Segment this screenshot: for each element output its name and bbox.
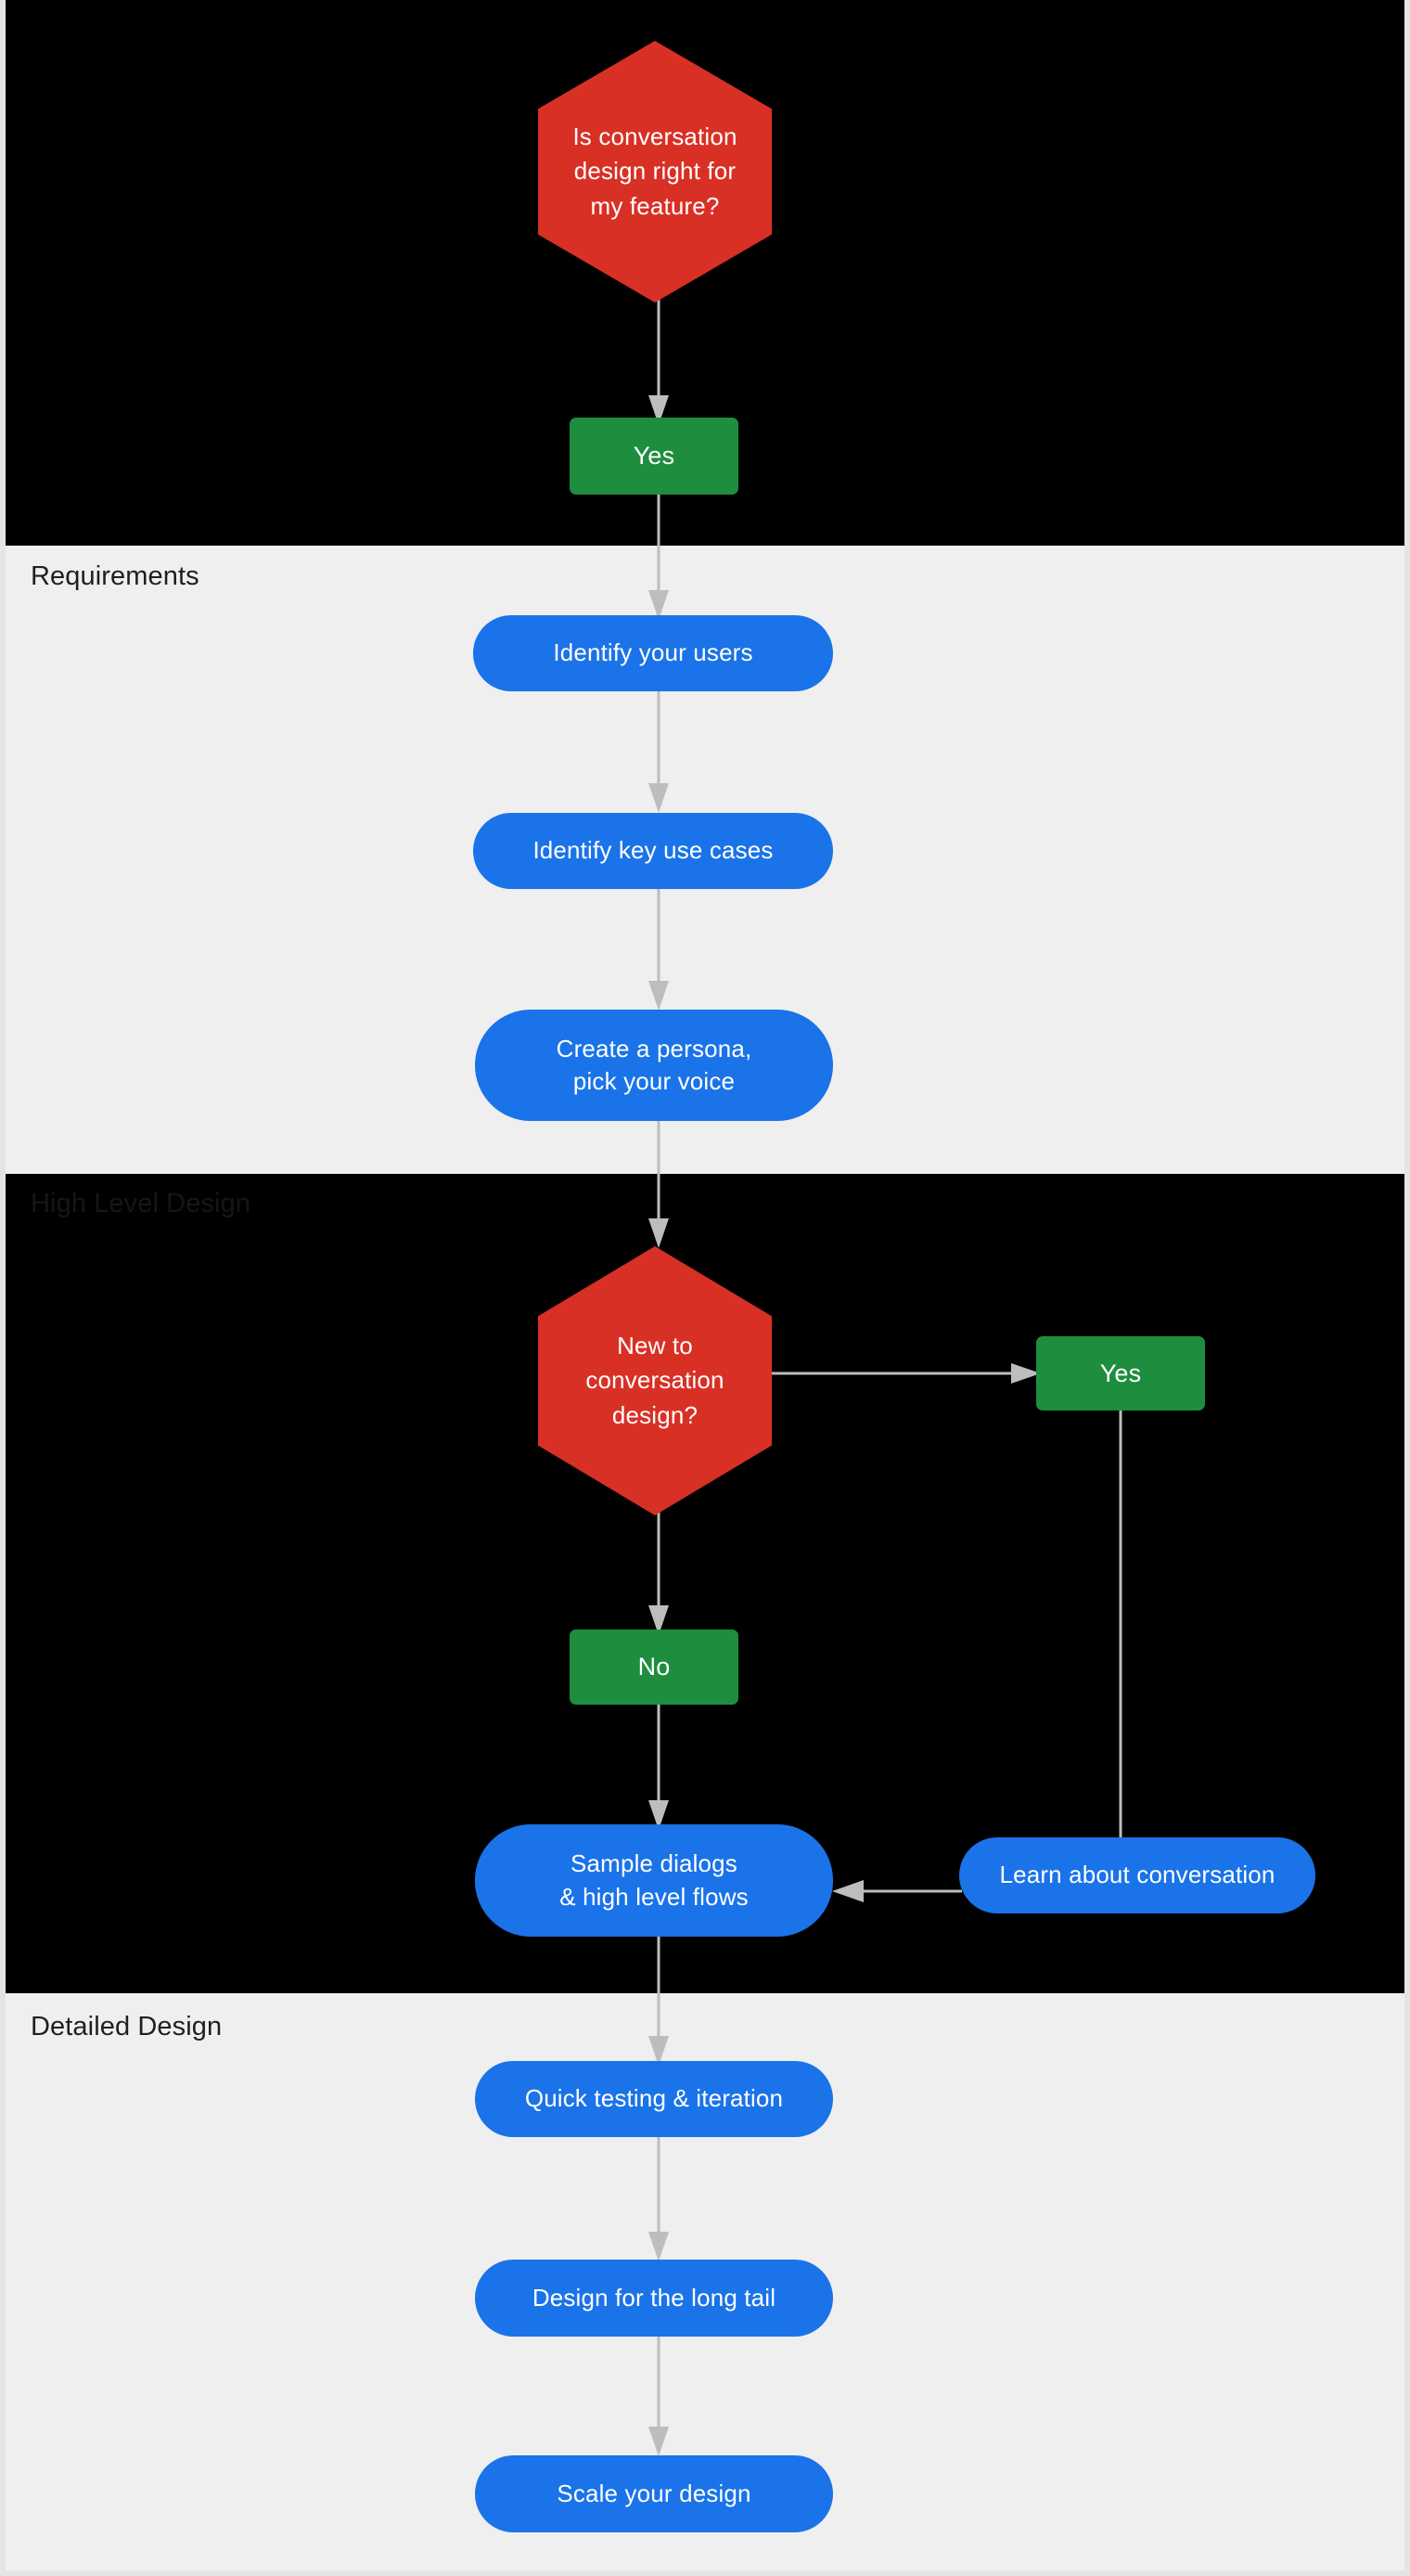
connector-decision2-to-yes2 xyxy=(772,1357,1041,1390)
step-node-sample-dialogs-high-level-flows[interactable]: Sample dialogs & high level flows xyxy=(475,1824,833,1937)
connector-identify-users-to-use-cases xyxy=(642,690,675,813)
connector-persona-to-decision2 xyxy=(642,1120,675,1248)
step-node-label: Create a persona, pick your voice xyxy=(556,1034,752,1095)
step-node-label: Quick testing & iteration xyxy=(524,2084,784,2113)
step-node-label: Sample dialogs & high level flows xyxy=(559,1849,749,1911)
step-node-identify-key-use-cases[interactable]: Identify key use cases xyxy=(473,813,833,889)
decision-node-label: New to conversation design? xyxy=(585,1331,724,1429)
connector-long-tail-to-scale xyxy=(642,2336,675,2456)
answer-node-label: No xyxy=(637,1653,671,1681)
step-node-design-for-long-tail[interactable]: Design for the long tail xyxy=(475,2260,833,2337)
connector-no2-to-sample-dialogs xyxy=(642,1704,675,1830)
connector-decision2-to-no2 xyxy=(642,1513,675,1635)
section-title-detailed-design: Detailed Design xyxy=(31,2012,223,2041)
answer-node-label: Yes xyxy=(1099,1359,1142,1387)
step-node-label: Design for the long tail xyxy=(532,2283,776,2312)
step-node-label: Scale your design xyxy=(557,2479,751,2507)
section-title-requirements: Requirements xyxy=(31,561,199,591)
connector-yes1-to-identify-users xyxy=(642,494,675,620)
connector-sample-dialogs-to-quick-testing xyxy=(642,1936,675,2066)
decision-node-conversation-design-right[interactable]: Is conversation design right for my feat… xyxy=(538,41,772,303)
step-node-learn-about-conversation[interactable]: Learn about conversation xyxy=(959,1837,1315,1913)
connector-quick-testing-to-long-tail xyxy=(642,2137,675,2261)
step-node-scale-your-design[interactable]: Scale your design xyxy=(475,2455,833,2532)
step-node-label: Identify your users xyxy=(553,638,753,667)
answer-node-yes-2[interactable]: Yes xyxy=(1036,1336,1205,1410)
step-node-label: Learn about conversation xyxy=(999,1861,1275,1889)
step-node-label: Identify key use cases xyxy=(532,836,774,865)
connector-use-cases-to-persona xyxy=(642,888,675,1011)
decision-node-new-to-conversation-design[interactable]: New to conversation design? xyxy=(538,1246,772,1515)
answer-node-no[interactable]: No xyxy=(570,1629,738,1705)
connector-decision1-to-yes1 xyxy=(642,295,675,425)
step-node-quick-testing-iteration[interactable]: Quick testing & iteration xyxy=(475,2061,833,2137)
decision-node-label: Is conversation design right for my feat… xyxy=(572,122,737,220)
section-title-high-level-design: High Level Design xyxy=(31,1189,251,1218)
connector-yes2-to-learn xyxy=(1104,1410,1137,1874)
answer-node-yes-1[interactable]: Yes xyxy=(570,418,738,495)
step-node-identify-your-users[interactable]: Identify your users xyxy=(473,615,833,691)
step-node-create-persona-pick-voice[interactable]: Create a persona, pick your voice xyxy=(475,1010,833,1121)
answer-node-label: Yes xyxy=(633,442,675,470)
connector-learn-to-sample-dialogs xyxy=(832,1874,962,1908)
